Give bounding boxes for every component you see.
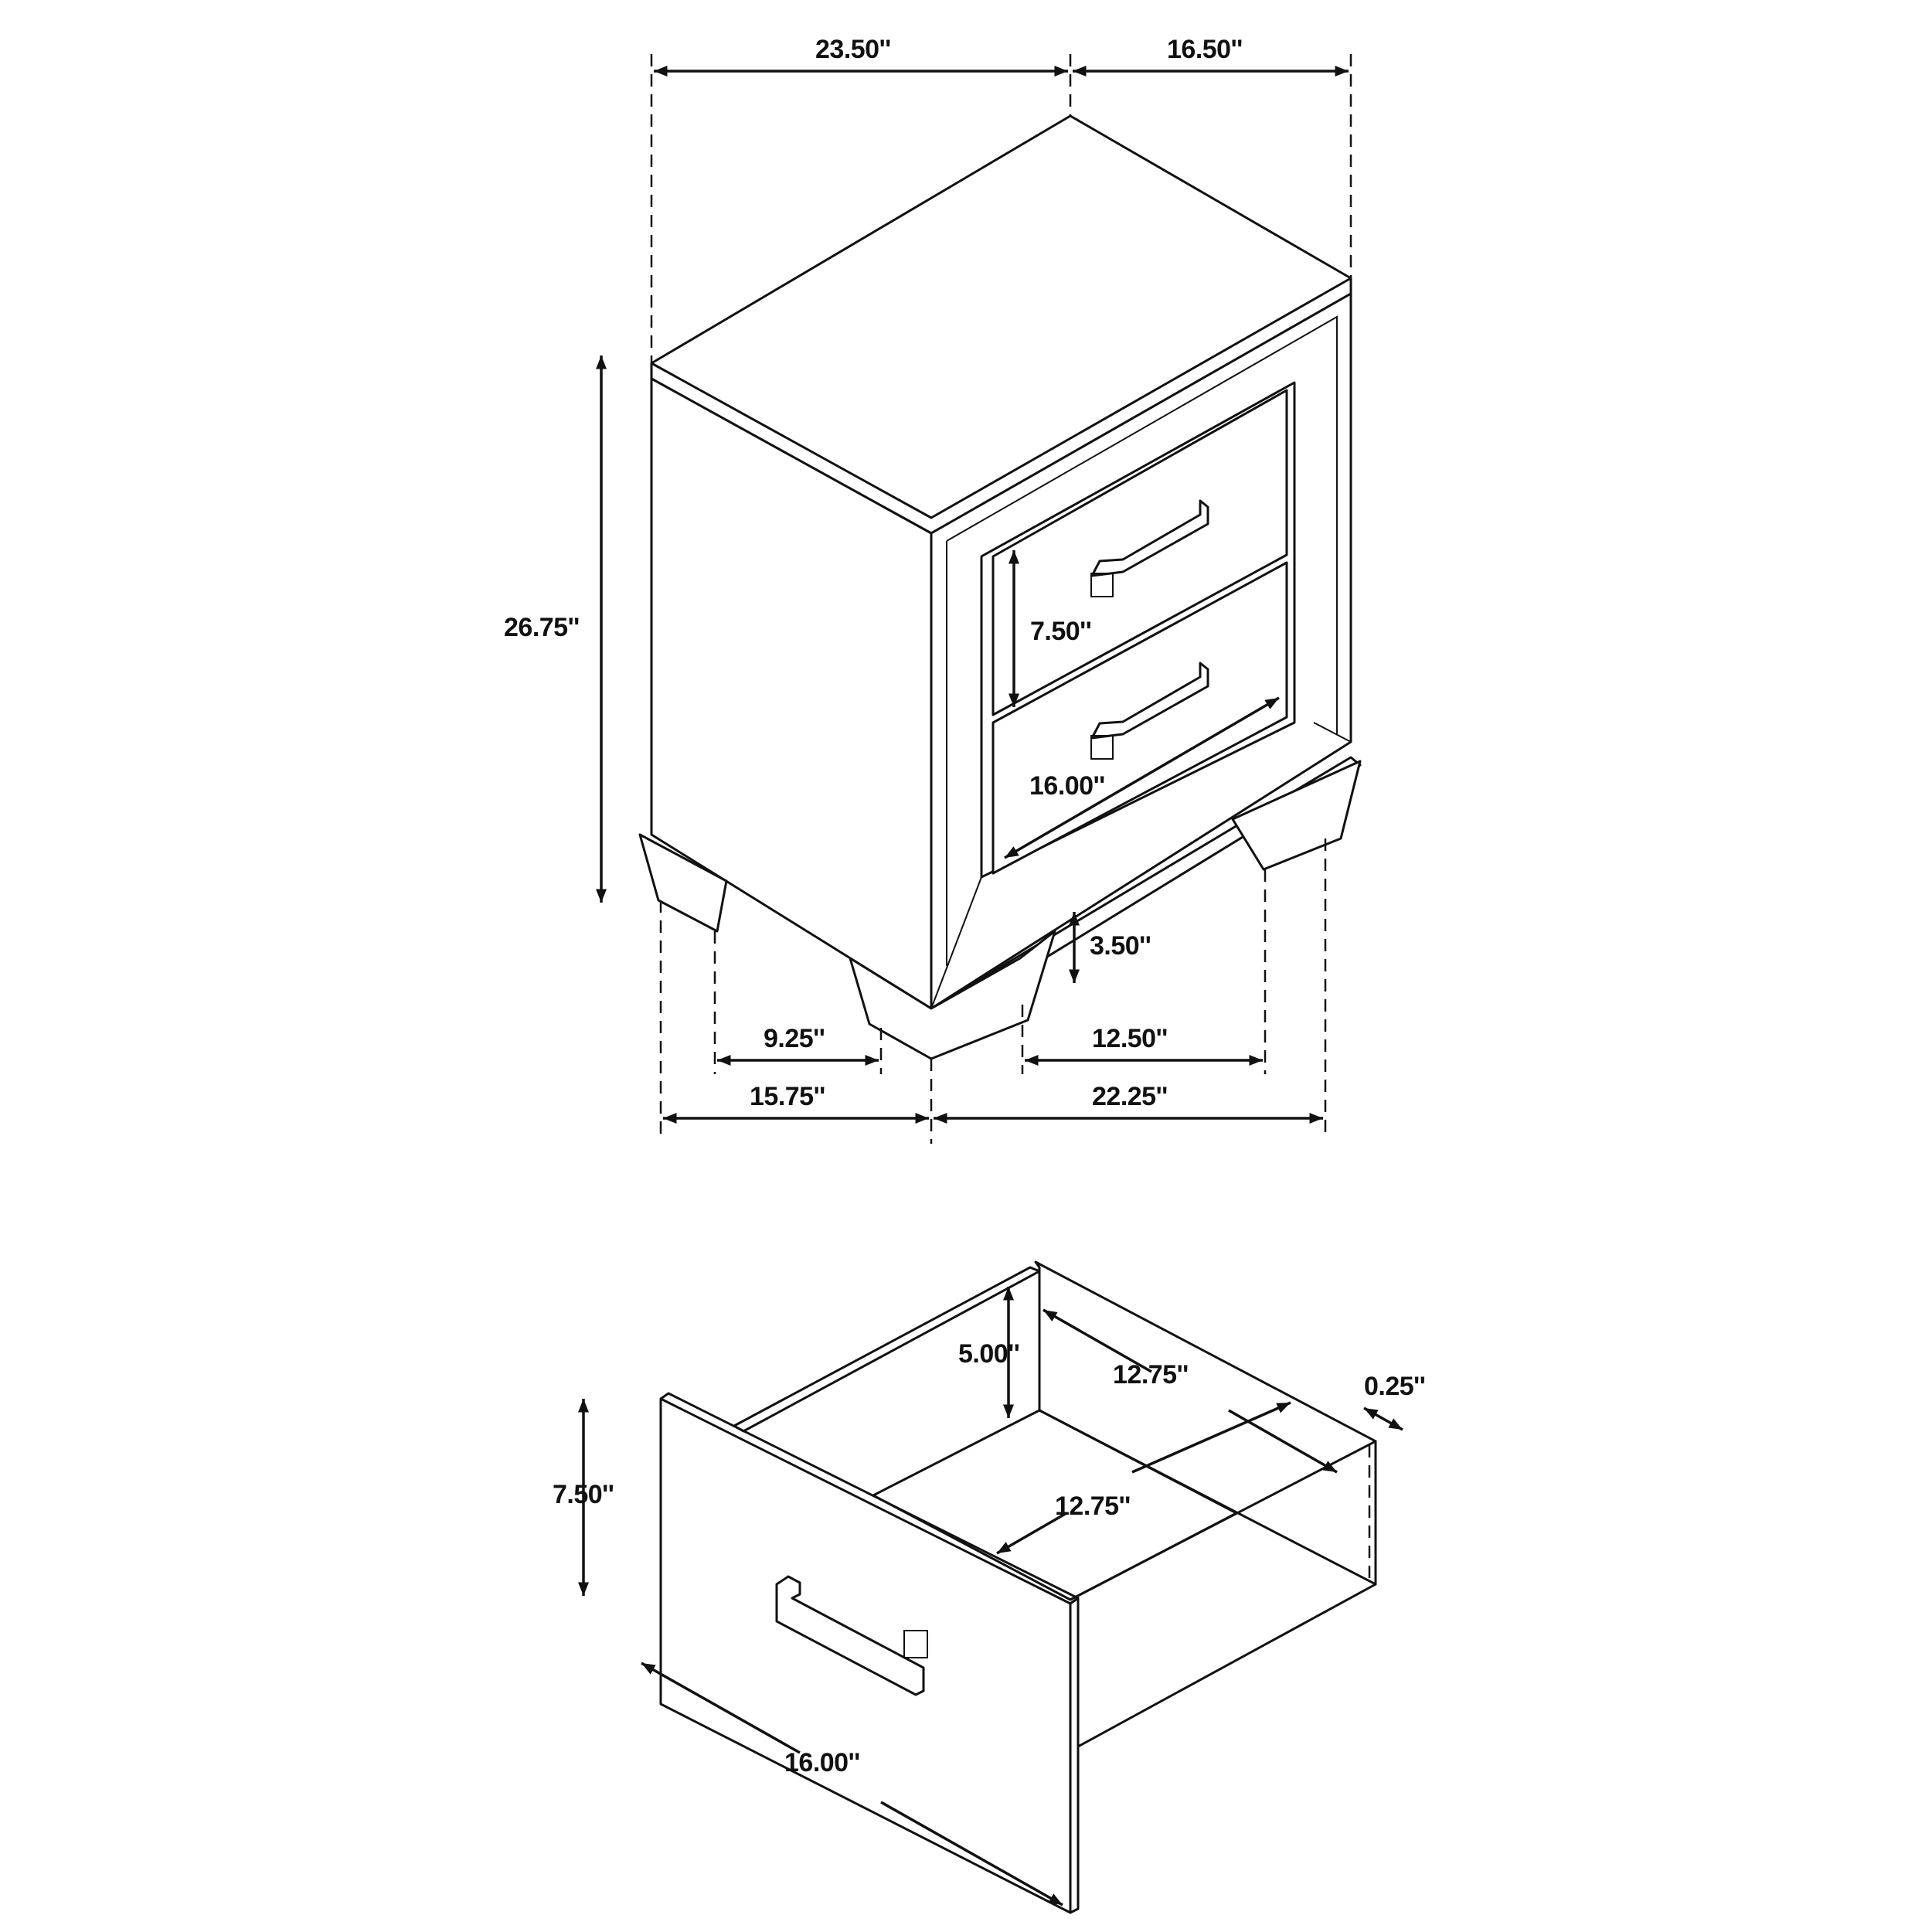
nightstand-drawing — [596, 54, 1362, 1144]
drawer-handle-icon — [1090, 499, 1209, 597]
drawer-drawing — [578, 1260, 1403, 1914]
leg-span-front-label: 12.50'' — [1092, 1024, 1168, 1053]
drawer-handle-icon — [775, 1575, 928, 1696]
base-depth-label: 15.75'' — [750, 1082, 825, 1111]
drawer-front-width-label: 16.00'' — [1029, 771, 1105, 801]
leg-height-label: 3.50'' — [1090, 931, 1151, 961]
drawer-side-thickness-label: 0.25'' — [1364, 1372, 1426, 1401]
drawer-inner-depth-label: 12.75'' — [1113, 1360, 1189, 1389]
drawer-front-height-label: 7.50'' — [1030, 617, 1092, 646]
drawer-front-height-label-2: 7.50'' — [553, 1480, 614, 1509]
leg-span-side-label: 9.25'' — [764, 1024, 825, 1053]
base-width-label: 22.25'' — [1092, 1082, 1168, 1111]
overall-height-label: 26.75'' — [504, 613, 580, 642]
overall-width-label: 23.50'' — [815, 35, 891, 64]
drawer-side-height-label: 5.00'' — [958, 1339, 1020, 1369]
drawer-inner-width-label: 12.75'' — [1055, 1492, 1131, 1521]
overall-depth-label: 16.50'' — [1167, 35, 1243, 64]
drawer-front-width-label-2: 16.00'' — [784, 1748, 860, 1777]
